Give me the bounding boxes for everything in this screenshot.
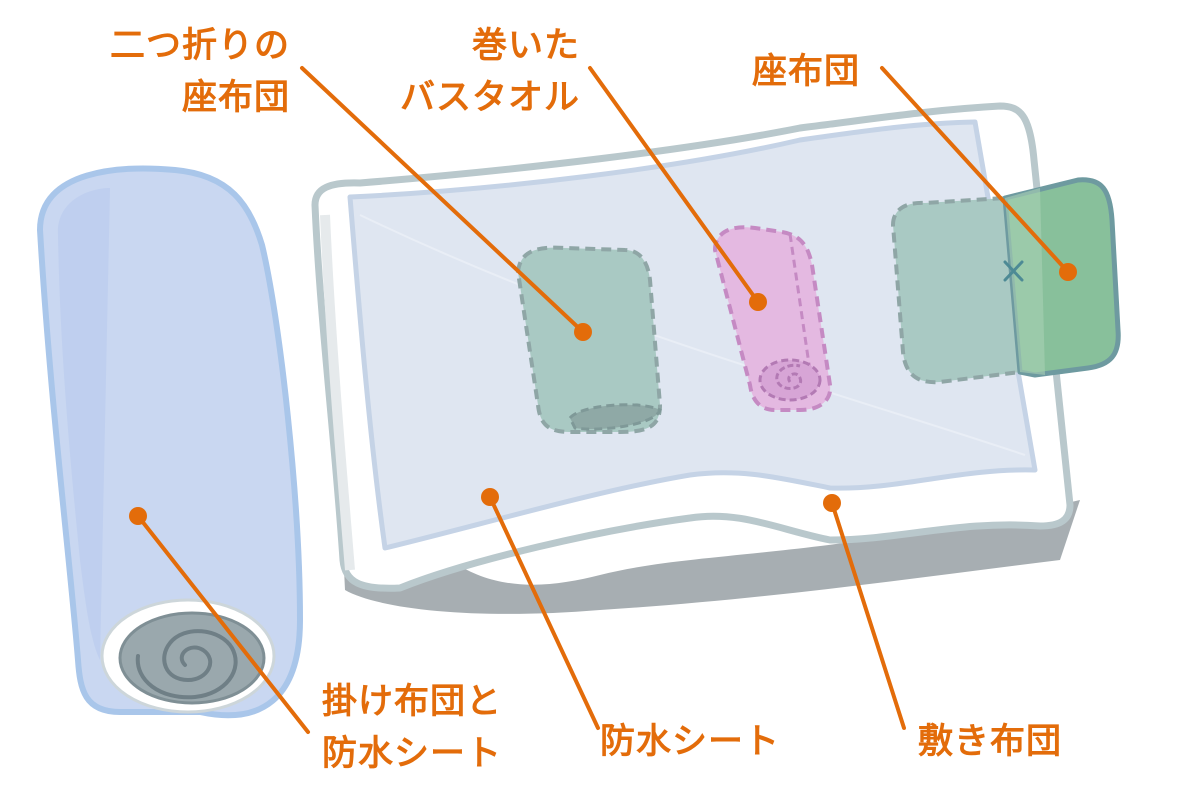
- dot-waterproof-sheet: [481, 488, 499, 506]
- leader-line-mattress: [830, 501, 906, 730]
- cushion-right: [890, 177, 1121, 385]
- rolled-comforter: [36, 165, 304, 719]
- folded-cushion: [515, 245, 663, 434]
- leader-lines: [136, 66, 1070, 734]
- leader-line-cushion: [880, 66, 1070, 274]
- label-rolled-towel: 巻いた バスタオル: [360, 20, 580, 124]
- label-mattress-line1: 敷き布団: [918, 722, 1063, 762]
- label-rolled-towel-line2: バスタオル: [399, 78, 580, 118]
- leader-line-comforter: [136, 514, 310, 734]
- label-folded-cushion: 二つ折りの 座布団: [80, 20, 290, 124]
- label-folded-cushion-line1: 二つ折りの: [109, 26, 290, 66]
- label-waterproof-sheet: 防水シート: [600, 716, 780, 768]
- leader-dots: [129, 263, 1077, 525]
- dot-comforter: [129, 507, 147, 525]
- dot-cushion: [1059, 263, 1077, 281]
- waterproof-sheet: [347, 119, 1038, 551]
- label-cushion: 座布団: [752, 46, 860, 98]
- label-rolled-towel-line1: 巻いた: [471, 26, 580, 66]
- label-cushion-line1: 座布団: [752, 52, 861, 92]
- leader-line-waterproof-sheet: [488, 495, 600, 730]
- label-waterproof-sheet-line1: 防水シート: [600, 722, 781, 762]
- label-comforter-line2: 防水シート: [322, 734, 503, 774]
- dot-mattress: [823, 494, 841, 512]
- dot-folded-cushion: [574, 323, 592, 341]
- label-comforter-line1: 掛け布団と: [322, 682, 503, 722]
- leader-line-folded-cushion: [300, 66, 585, 334]
- leader-line-rolled-towel: [588, 66, 760, 304]
- label-comforter: 掛け布団と 防水シート: [322, 676, 502, 780]
- rolled-bath-towel: [712, 225, 833, 412]
- label-folded-cushion-line2: 座布団: [181, 78, 290, 118]
- label-mattress: 敷き布団: [918, 716, 1062, 768]
- dot-rolled-towel: [749, 293, 767, 311]
